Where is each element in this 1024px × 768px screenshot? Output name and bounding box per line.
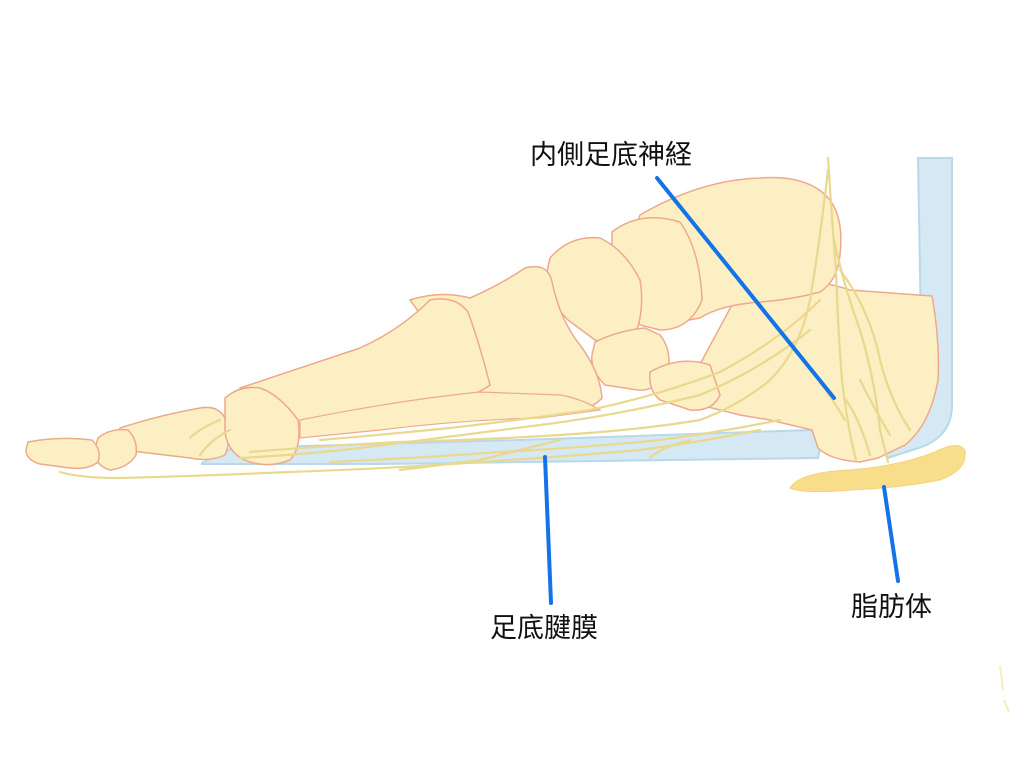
metatarsal-lesser bbox=[299, 391, 602, 439]
middle-phalanx-bone bbox=[93, 428, 138, 471]
faint-mark bbox=[999, 665, 1010, 713]
label-medial-plantar-nerve: 内側足底神経 bbox=[530, 140, 692, 171]
leader-line-fat bbox=[882, 485, 900, 583]
distal-phalanx-bone bbox=[25, 437, 100, 470]
leader-line-fascia bbox=[543, 455, 553, 605]
cuboid-bone bbox=[648, 360, 721, 411]
leader-line-nerve bbox=[655, 176, 836, 400]
label-fat-pad: 脂肪体 bbox=[851, 592, 932, 623]
label-plantar-fascia: 足底腱膜 bbox=[490, 613, 598, 644]
heel-fat-pad bbox=[789, 445, 966, 493]
